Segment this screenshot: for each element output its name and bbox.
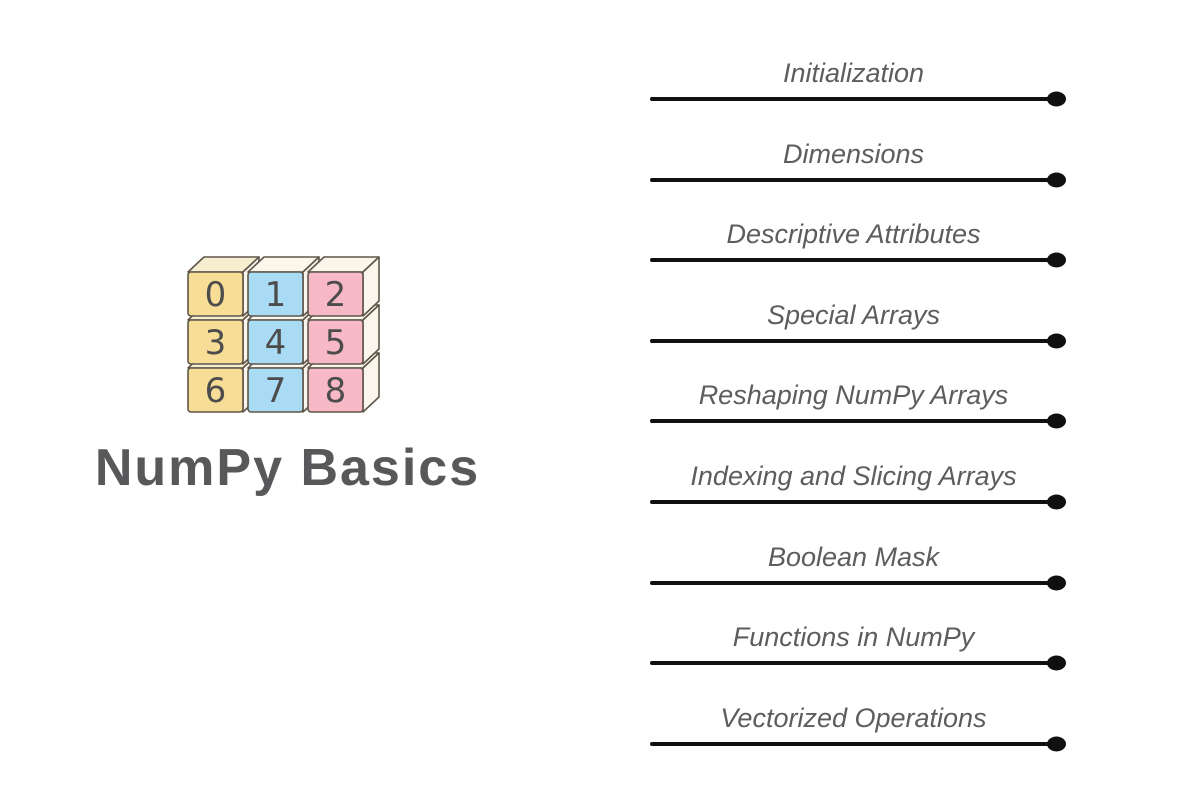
cube-front-face — [247, 367, 304, 413]
topic-item-boolean-mask: Boolean Mask — [650, 539, 1066, 591]
topic-rule — [650, 575, 1066, 591]
cube-front-face — [247, 271, 304, 317]
endpoint-dot — [1047, 494, 1066, 510]
topic-rule — [650, 655, 1066, 671]
topic-item-dimensions: Dimensions — [650, 136, 1066, 188]
cube-number: 4 — [265, 323, 287, 363]
topic-rule — [650, 333, 1066, 349]
cube-number: 2 — [325, 275, 347, 315]
page-title: NumPy Basics — [94, 439, 481, 497]
topic-label: Vectorized Operations — [720, 702, 987, 733]
cube-front-face — [307, 271, 364, 317]
cube-number: 7 — [265, 371, 287, 411]
topic-rule — [650, 172, 1066, 188]
topic-label: Reshaping NumPy Arrays — [698, 380, 1009, 411]
topic-rule — [650, 413, 1066, 429]
endpoint-dot — [1047, 252, 1066, 268]
topic-item-descriptive-attributes: Descriptive Attributes — [650, 216, 1066, 268]
cube-number: 3 — [205, 323, 227, 363]
cube-number: 8 — [325, 371, 347, 411]
cube-number: 5 — [325, 323, 347, 363]
cube-number: 1 — [265, 275, 287, 315]
cube-number: 6 — [205, 371, 227, 411]
endpoint-dot — [1047, 91, 1066, 107]
cube-cell-2: 2 — [307, 256, 380, 317]
cube-front-face — [307, 319, 364, 365]
cube-front-face — [307, 367, 364, 413]
topic-item-reshaping-numpy-arrays: Reshaping NumPy Arrays — [650, 377, 1066, 429]
topic-label: Descriptive Attributes — [726, 219, 981, 250]
topic-label: Indexing and Slicing Arrays — [690, 460, 1017, 491]
cube-front-face — [187, 319, 244, 365]
endpoint-dot — [1047, 172, 1066, 188]
topics-list: Initialization Dimensions Descriptive At… — [650, 55, 1066, 780]
endpoint-dot — [1047, 333, 1066, 349]
topic-item-indexing-and-slicing-arrays: Indexing and Slicing Arrays — [650, 458, 1066, 510]
endpoint-dot — [1047, 655, 1066, 671]
topic-label: Functions in NumPy — [732, 622, 975, 653]
cube-cell-1: 1 — [247, 256, 320, 317]
topic-rule — [650, 252, 1066, 268]
topic-label: Boolean Mask — [767, 541, 940, 572]
topic-item-functions-in-numpy: Functions in NumPy — [650, 619, 1066, 671]
endpoint-dot — [1047, 413, 1066, 429]
topic-rule — [650, 736, 1066, 752]
topic-label: Initialization — [782, 58, 925, 88]
cube-number: 0 — [205, 275, 227, 315]
cube-front-face — [247, 319, 304, 365]
cube-front-face — [187, 367, 244, 413]
topic-rule — [650, 494, 1066, 510]
topic-label: Dimensions — [782, 138, 925, 169]
topic-rule — [650, 91, 1066, 107]
topic-item-special-arrays: Special Arrays — [650, 297, 1066, 349]
endpoint-dot — [1047, 575, 1066, 591]
numpy-array-cube-illustration: 6 7 8 3 4 5 0 1 — [187, 256, 380, 413]
topic-item-initialization: Initialization — [650, 55, 1066, 107]
topic-label: Special Arrays — [766, 299, 941, 330]
topic-item-vectorized-operations: Vectorized Operations — [650, 700, 1066, 752]
cube-front-face — [187, 271, 244, 317]
endpoint-dot — [1047, 736, 1066, 752]
